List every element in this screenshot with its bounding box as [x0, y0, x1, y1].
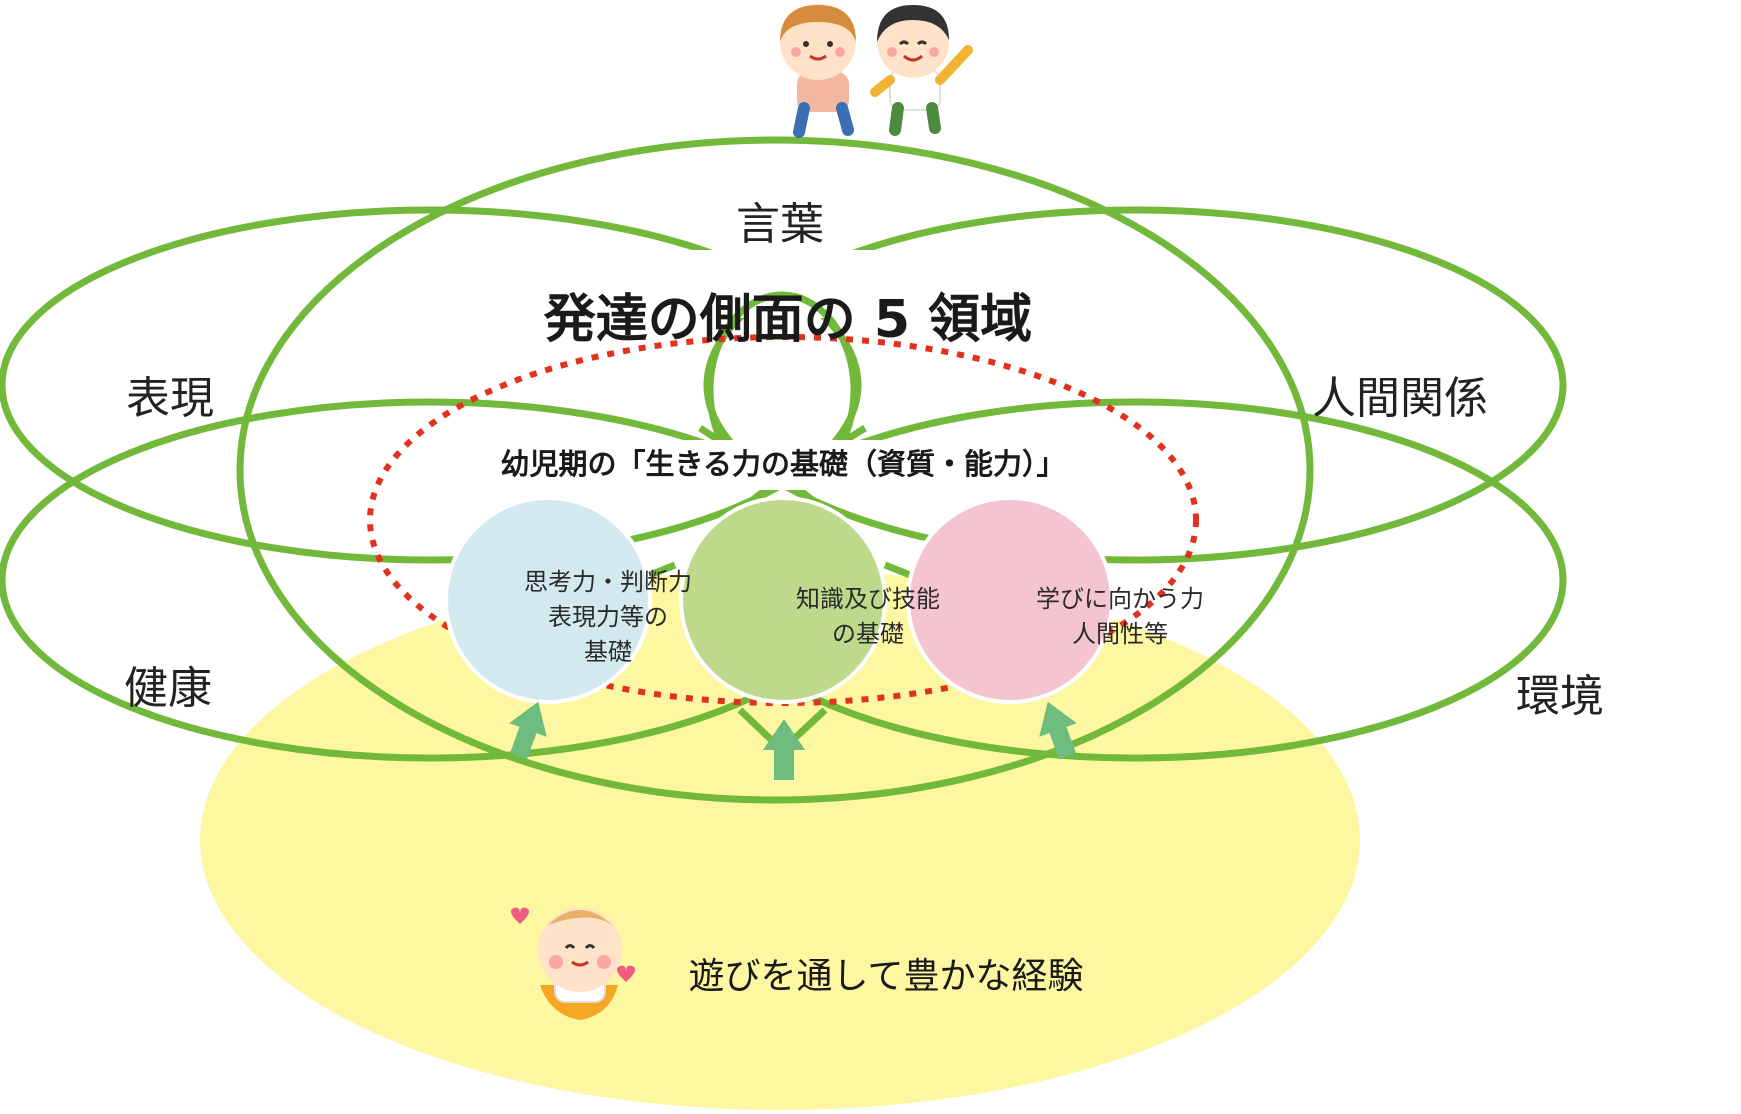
main-title: 発達の側面の 5 領域: [544, 290, 1032, 350]
quality-line: 表現力等の: [548, 603, 668, 631]
domain-label-health: 健康: [124, 663, 212, 714]
growth-arrows: [509, 701, 1077, 780]
domain-label-environment: 環境: [1516, 671, 1604, 722]
title-backdrop: [540, 250, 1040, 318]
arrow-right-icon: [1039, 701, 1077, 760]
quality-line: 人間性等: [1072, 620, 1168, 648]
domain-label-language: 言葉: [736, 199, 824, 250]
children-illustration: [780, 4, 973, 138]
quality-line: 学びに向かう力: [1036, 585, 1204, 613]
quality-line: 基礎: [584, 638, 632, 666]
connector-bottom-left: [648, 561, 677, 579]
quality-line: 知識及び技能: [796, 585, 940, 613]
sub-title: 幼児期の「生きる力の基礎（資質・能力）」: [501, 447, 1066, 481]
quality-circle-knowledge: [679, 496, 887, 704]
domain-label-relationships: 人間関係: [1312, 373, 1488, 424]
ellipse-expression: [0, 206, 862, 564]
heart-icon: [617, 965, 635, 982]
girl-figure: [780, 4, 856, 138]
arrow-left-icon: [509, 701, 547, 760]
domain-label-expression: 表現: [126, 373, 214, 424]
quality-line: 思考力・判断力: [524, 568, 692, 596]
baby-illustration: [511, 907, 635, 1020]
play-experience-area: [200, 570, 1360, 1110]
quality-circle-thinking: [444, 496, 652, 704]
boy-figure: [870, 5, 973, 136]
connector-bottom-right: [883, 561, 912, 579]
subtitle-backdrop: [540, 440, 1028, 490]
bottom-text: 遊びを通して豊かな経験: [689, 956, 1084, 997]
quality-line: の基礎: [832, 620, 904, 648]
heart-icon: [511, 907, 529, 924]
quality-circle-motivation: [906, 496, 1114, 704]
arrow-center-icon: [763, 719, 805, 780]
ellipse-language: [236, 136, 1314, 804]
